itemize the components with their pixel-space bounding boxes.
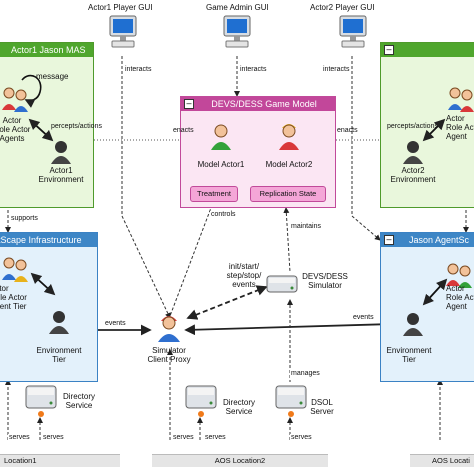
- serves-label-4: serves: [204, 434, 227, 442]
- directory-server-icon: [184, 384, 218, 418]
- treatment-button[interactable]: Treatment: [190, 186, 238, 202]
- interacts-label-2: interacts: [239, 66, 268, 74]
- events-label-right: events: [353, 314, 374, 321]
- left-mid-agents-label: Actor Role Actor Agent Tier: [0, 284, 27, 311]
- game-model-title: DEVS/DESS Game Model: [181, 97, 335, 111]
- interacts-label-1: interacts: [124, 66, 153, 74]
- computer-icon: [339, 15, 367, 48]
- right-top-agents-label: Actor Role Actor Agent: [446, 114, 474, 141]
- env-icon: [402, 312, 424, 336]
- enacts-label-left: enacts: [173, 127, 194, 134]
- supports-label: supports: [10, 215, 39, 223]
- maintains-label: maintains: [290, 223, 322, 231]
- agentscape-panel: AgentScape Infrastructure: [0, 232, 98, 382]
- panel-title-bar: [381, 43, 474, 57]
- env-icon: [48, 310, 70, 334]
- edge-controls: [169, 199, 216, 317]
- simulator-label: DEVS/DESS Simulator: [302, 272, 348, 290]
- computer-icon: [109, 15, 137, 48]
- right-top-env-label: Actor2 Environment: [390, 166, 436, 184]
- agents-group-icon: [0, 86, 30, 112]
- model-actor1-label: Model Actor1: [197, 160, 245, 169]
- actor1-gui: [106, 14, 140, 54]
- env-icon: [402, 140, 424, 164]
- serves-label-5: serves: [290, 434, 313, 442]
- interacts-label-3: interacts: [322, 66, 351, 74]
- panel-title: AgentScape Infrastructure: [0, 233, 97, 247]
- left-mid-env-label: Environment Tier: [36, 346, 82, 364]
- minimize-button[interactable]: –: [384, 45, 394, 55]
- manages-label: manages: [290, 370, 321, 378]
- dsol-server-icon: [274, 384, 308, 418]
- location2-label: AOS Location2: [214, 456, 266, 465]
- replication-state-button[interactable]: Replication State: [250, 186, 326, 202]
- location1-label: Location1: [4, 456, 37, 465]
- location3-label: AOS Locati: [432, 456, 470, 465]
- agents-group-icon: [446, 86, 474, 112]
- edge-maintains: [283, 207, 291, 273]
- init-label: init/start/ step/stop/ events: [226, 262, 262, 289]
- model-actor2-label: Model Actor2: [265, 160, 313, 169]
- serves-label-2: serves: [42, 434, 65, 442]
- jason-agentscape-panel: Jason AgentSc –: [380, 232, 474, 382]
- serves-label-3: serves: [172, 434, 195, 442]
- message-label: message: [36, 72, 69, 81]
- panel-title: Actor1 Jason MAS: [0, 43, 93, 57]
- actor1-gui-label: Actor1 Player GUI: [88, 3, 153, 12]
- minimize-button[interactable]: –: [184, 99, 194, 109]
- serves-label-1: serves: [8, 434, 31, 442]
- actor2-gui: [336, 14, 370, 54]
- directory-label-1: Directory Service: [62, 392, 95, 410]
- minimize-button[interactable]: –: [384, 235, 394, 245]
- right-mid-env-label: Environment Tier: [386, 346, 432, 364]
- agents-group-icon: [444, 262, 474, 288]
- left-top-env-label: Actor1 Environment: [38, 166, 84, 184]
- directory-label-2: Directory Service: [222, 398, 255, 416]
- controls-label: controls: [210, 211, 237, 219]
- panel-title: Jason AgentSc: [381, 233, 474, 247]
- left-top-agents-label: Actor Role Actor Agents: [0, 116, 31, 143]
- location3-bar: AOS Locati: [410, 454, 474, 467]
- events-label-left: events: [105, 320, 126, 327]
- edge-init: [186, 285, 268, 320]
- admin-gui-label: Game Admin GUI: [206, 3, 269, 12]
- percepts-label-left: percepts/actions: [51, 123, 102, 130]
- computer-icon: [223, 15, 251, 48]
- right-mid-agents-label: Actor Role Actor Agent: [446, 284, 474, 311]
- model-actor1-icon: [210, 124, 232, 150]
- proxy-icon: [156, 312, 182, 342]
- actor2-gui-label: Actor2 Player GUI: [310, 3, 375, 12]
- edge-events-right: [184, 318, 394, 336]
- simulator-server-icon: [266, 270, 298, 298]
- proxy-label: Simulator Client Proxy: [147, 346, 191, 364]
- admin-gui: [220, 14, 254, 54]
- enacts-label-right: enacts: [337, 127, 358, 134]
- directory-server-icon: [24, 384, 58, 418]
- location2-bar: AOS Location2: [152, 454, 328, 467]
- percepts-label-right: percepts/actions: [387, 123, 438, 130]
- model-actor2-icon: [278, 122, 300, 150]
- dsol-label: DSOL Server: [310, 398, 334, 416]
- agents-group-icon: [0, 256, 30, 282]
- env-icon: [50, 140, 72, 164]
- location1-bar: Location1: [0, 454, 120, 467]
